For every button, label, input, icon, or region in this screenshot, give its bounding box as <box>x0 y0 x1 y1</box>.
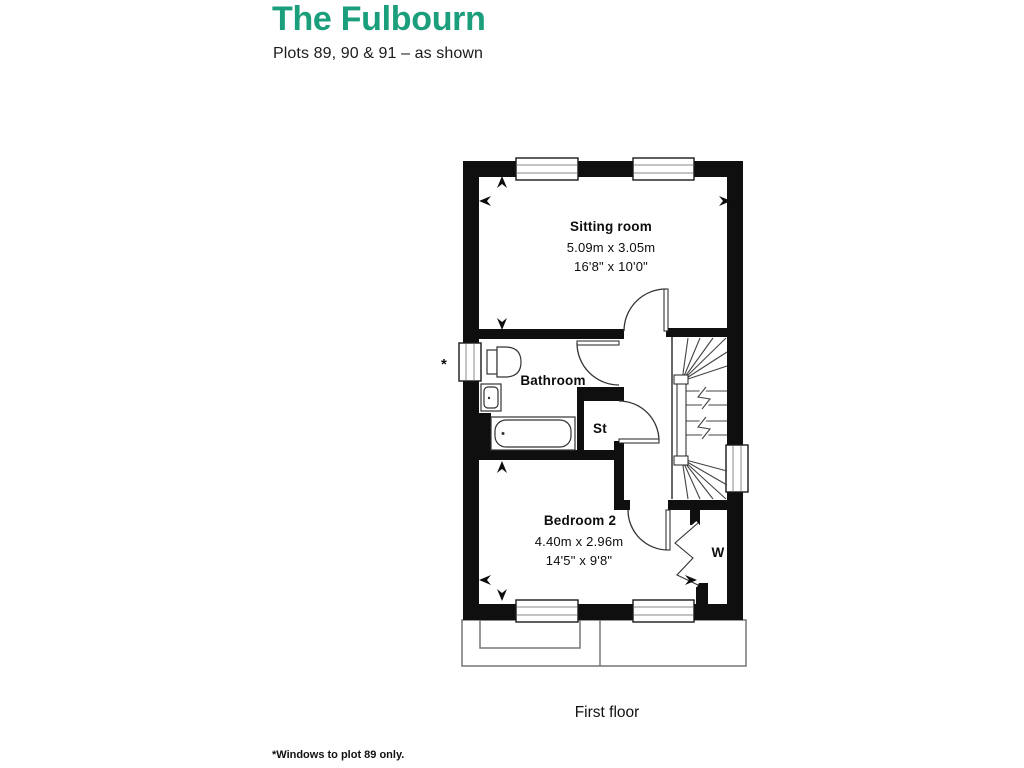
arrow-right-icon <box>719 196 731 206</box>
door-store <box>618 400 660 444</box>
room-dim-imperial-sitting: 16'8" x 10'0" <box>574 259 648 274</box>
window-bathroom-left <box>458 342 482 382</box>
arrow-up-icon <box>497 176 507 188</box>
arrow-left-icon <box>479 575 491 585</box>
staircase <box>671 337 728 500</box>
arrow-up-icon <box>497 461 507 473</box>
door-bedroom2 <box>627 509 671 551</box>
arrow-down-icon <box>497 318 507 330</box>
door-wardrobe-bifold <box>671 521 700 588</box>
room-dim-metric-sitting: 5.09m x 3.05m <box>567 240 656 255</box>
window-note-marker: * <box>441 356 447 373</box>
window-top-left <box>515 157 579 181</box>
toilet-fixture <box>486 346 522 378</box>
room-label-sitting: Sitting room <box>570 219 652 234</box>
page-subtitle: Plots 89, 90 & 91 – as shown <box>273 45 484 62</box>
window-stairs-right <box>725 444 749 493</box>
floorplan-drawing: Sitting room 5.09m x 3.05m 16'8" x 10'0"… <box>441 157 749 667</box>
window-bottom-left <box>515 599 579 623</box>
footprint-outline <box>461 619 747 667</box>
room-dim-metric-bedroom2: 4.40m x 2.96m <box>535 534 624 549</box>
stair-banister <box>676 381 687 459</box>
arrow-left-icon <box>479 196 491 206</box>
window-top-right <box>632 157 695 181</box>
room-label-wardrobe: W <box>712 545 725 560</box>
arrow-down-icon <box>497 589 507 601</box>
door-bathroom <box>576 340 620 386</box>
room-label-store: St <box>593 421 607 436</box>
plan-footnote: *Windows to plot 89 only. <box>272 749 405 761</box>
basin-fixture <box>480 383 502 412</box>
window-symbols <box>458 157 749 623</box>
room-label-bathroom: Bathroom <box>520 373 585 388</box>
bath-fixture <box>490 416 576 451</box>
room-dim-imperial-bedroom2: 14'5" x 9'8" <box>546 553 613 568</box>
window-bottom-right <box>632 599 695 623</box>
dimension-arrows <box>479 176 731 601</box>
arrow-right-icon <box>685 575 697 585</box>
door-sitting-room <box>623 288 669 332</box>
page-title: The Fulbourn <box>272 0 486 38</box>
plan-caption: First floor <box>574 704 640 721</box>
room-label-bedroom2: Bedroom 2 <box>544 513 616 528</box>
